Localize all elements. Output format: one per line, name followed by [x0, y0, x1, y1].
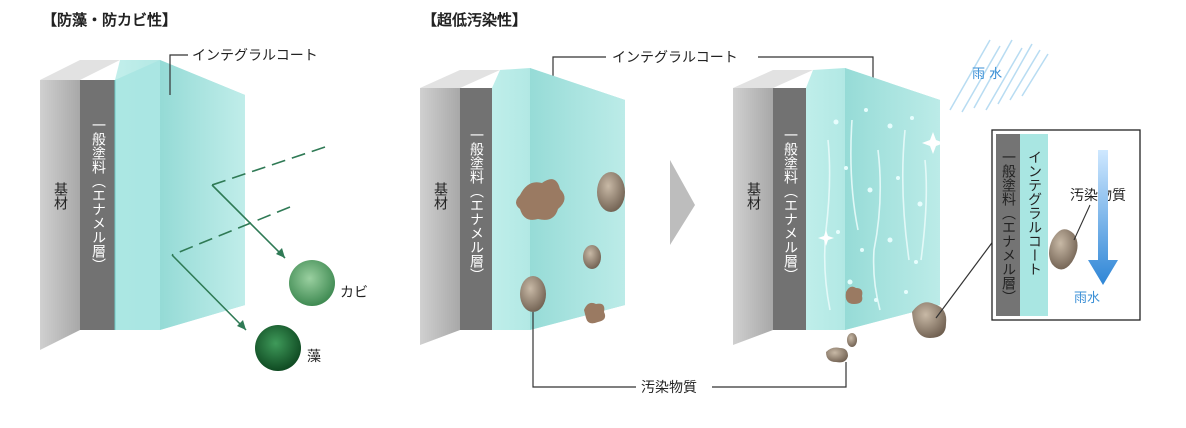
pollutant-label: 汚染物質 — [641, 380, 697, 396]
after-substrate-label: 基材 — [745, 181, 761, 210]
before-dirt-small — [584, 302, 606, 324]
algae-path-dashed — [171, 206, 291, 256]
after-coat-side — [845, 68, 940, 330]
rain-label: 雨 水 — [972, 67, 1002, 82]
algae-sphere — [255, 325, 301, 371]
inset-pollutant — [1049, 229, 1078, 270]
after-dirt-ground — [826, 347, 848, 363]
paint-label: 一般塗料（エナメル層） — [90, 118, 106, 272]
inset-rain-arrow — [1088, 150, 1118, 285]
inset-panel: 一般塗料（エナメル層） インテグラルコート 汚染物質 雨水 — [991, 129, 1141, 321]
rain-streaks — [949, 39, 1049, 113]
pollutant-leader-right — [712, 362, 847, 388]
coat-leader-line — [169, 54, 188, 95]
mold-path — [211, 184, 286, 259]
water-droplets — [833, 108, 923, 302]
inset-paint-label: 一般塗料（エナメル層） — [1000, 150, 1016, 304]
right-panel: 【超低汚染性】 インテグラルコート 基材 一般塗料（エナメル層） 基材 一般塗料… — [420, 11, 1049, 396]
after-substrate — [733, 88, 773, 345]
mold-label: カビ — [340, 285, 368, 301]
coat-label-right: インテグラルコート — [612, 50, 738, 66]
left-panel-title: 【防藻・防カビ性】 — [42, 11, 177, 29]
pollutant-leader-left — [532, 312, 636, 388]
before-dirt-drop-3 — [520, 276, 546, 312]
before-substrate — [420, 88, 460, 345]
after-dirt-falling — [847, 333, 857, 347]
inset-coat-label: インテグラルコート — [1026, 150, 1042, 276]
substrate-label: 基材 — [52, 181, 68, 210]
before-coat-side — [530, 68, 625, 330]
right-panel-title: 【超低汚染性】 — [422, 11, 527, 29]
after-dirt-large — [912, 302, 947, 338]
before-dirt-cluster — [516, 179, 565, 220]
coat-side — [160, 60, 245, 330]
coat-face — [115, 60, 160, 330]
after-dirt-small — [845, 286, 863, 304]
sparkle-2 — [818, 230, 834, 246]
substrate-top — [40, 60, 120, 80]
before-dirt-drop-1 — [597, 172, 625, 212]
inset-rain-label: 雨水 — [1074, 291, 1100, 306]
sparkle-1 — [922, 132, 944, 154]
after-substrate-top — [733, 70, 813, 88]
before-paint-layer — [460, 88, 492, 330]
after-paint-label: 一般塗料（エナメル層） — [782, 128, 798, 282]
transition-arrow — [670, 160, 695, 245]
algae-label: 藻 — [307, 349, 321, 365]
algae-path — [171, 254, 247, 331]
algae-arrow-head — [237, 320, 246, 330]
after-paint-layer — [773, 88, 806, 330]
paint-layer — [80, 80, 115, 330]
mold-arrow-head — [276, 248, 285, 258]
inset-paint-strip — [996, 134, 1020, 316]
inset-leader-line — [935, 231, 1001, 319]
substrate-block — [40, 80, 80, 350]
coat-label: インテグラルコート — [192, 48, 318, 64]
inset-pollutant-leader — [1073, 204, 1091, 241]
before-substrate-top — [420, 70, 500, 88]
before-dirt-drop-2 — [583, 245, 601, 269]
inset-coat-strip — [1020, 134, 1048, 316]
before-paint-label: 一般塗料（エナメル層） — [468, 128, 484, 282]
before-substrate-label: 基材 — [432, 181, 448, 210]
left-panel: 【防藻・防カビ性】 基材 一般塗料（エナメル層） インテグラルコート カビ 藻 — [40, 11, 368, 371]
mold-sphere — [289, 260, 335, 306]
water-film — [823, 119, 928, 311]
